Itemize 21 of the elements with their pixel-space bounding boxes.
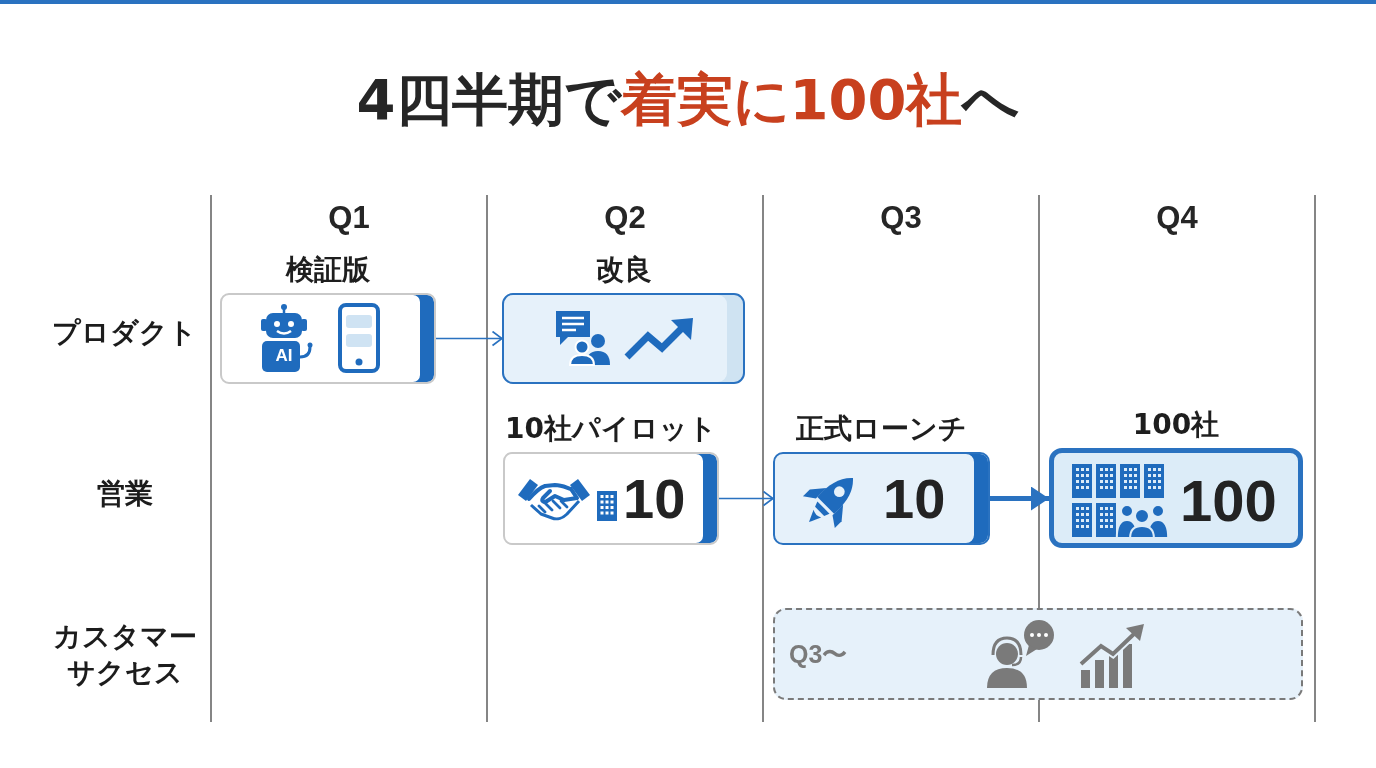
milestone-title: 100社	[1132, 409, 1220, 441]
row-heading: カスタマーサクセス	[52, 619, 198, 691]
band-label: Q3〜	[789, 641, 848, 667]
column-heading: Q4	[1156, 200, 1198, 236]
company-count: 10	[623, 471, 686, 527]
company-count: 10	[883, 471, 946, 527]
row-heading: プロダクト	[51, 315, 197, 351]
row-heading: 営業	[97, 476, 153, 512]
column-heading: Q1	[328, 200, 370, 236]
column-heading: Q2	[604, 200, 646, 236]
column-heading: Q3	[880, 200, 922, 236]
company-count: 100	[1180, 472, 1277, 530]
arrow	[435, 330, 503, 347]
milestone-title: 検証版	[286, 254, 370, 286]
arrow	[990, 486, 1049, 511]
milestone-title: 正式ローンチ	[796, 413, 967, 445]
arrow	[718, 490, 774, 507]
milestone-title: 改良	[595, 254, 652, 286]
robot-label: AI	[275, 346, 293, 364]
milestone-title: 10社パイロット	[505, 413, 717, 445]
page-title: 4四半期で着実に100社へ	[356, 66, 1020, 134]
